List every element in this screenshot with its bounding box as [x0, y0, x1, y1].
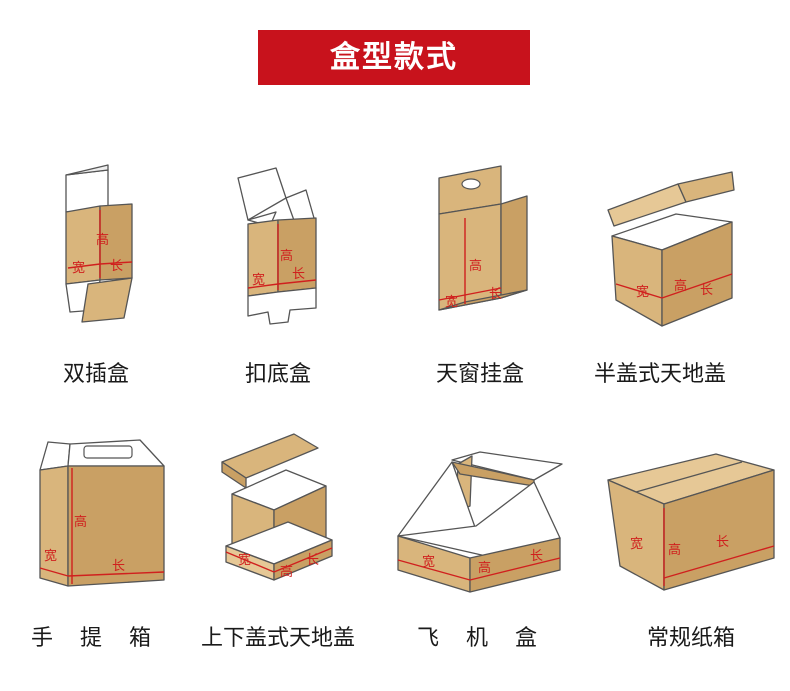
- double-tuck-box-illustration: 高 宽 长: [65, 164, 133, 323]
- box-style-double-tuck[interactable]: 高 宽 长 双插盒: [28, 160, 218, 387]
- snap-lock-box-illustration: 高 宽 长: [237, 167, 317, 325]
- width-label: 宽: [252, 272, 265, 288]
- length-label: 长: [489, 287, 502, 302]
- height-label: 高: [74, 514, 87, 530]
- hanging-window-box-illustration: 高 宽 长: [438, 165, 528, 311]
- box-style-half-lid[interactable]: 宽 高 长 半盖式天地盖: [592, 160, 782, 387]
- width-label: 宽: [238, 552, 251, 568]
- height-label: 高: [469, 258, 482, 274]
- mailer-box-illustration: 宽 高 长: [397, 451, 563, 593]
- handle-case-box-illustration: 高 宽 长: [39, 439, 165, 587]
- length-label: 长: [112, 559, 125, 574]
- box-style-regular-carton[interactable]: 宽 高 长 常规纸箱: [592, 430, 782, 651]
- hanging-window-label: 天窗挂盒: [435, 362, 524, 387]
- width-label: 宽: [422, 554, 435, 570]
- height-label: 高: [96, 232, 109, 248]
- length-label: 长: [292, 267, 305, 282]
- half-lid-label: 半盖式天地盖: [593, 362, 726, 387]
- half-lid-box-illustration: 宽 高 长: [607, 171, 735, 327]
- length-label: 长: [530, 549, 543, 564]
- double-tuck-label: 双插盒: [62, 362, 129, 387]
- length-label: 长: [110, 259, 123, 274]
- regular-carton-label: 常规纸箱: [646, 626, 735, 651]
- regular-carton-box-illustration: 宽 高 长: [607, 453, 775, 591]
- box-style-handle-case[interactable]: 高 宽 长 手 提 箱: [28, 430, 218, 651]
- height-label: 高: [668, 542, 681, 558]
- width-label: 宽: [636, 284, 649, 300]
- snap-lock-label: 扣底盒: [244, 362, 311, 387]
- top-bottom-lid-label: 上下盖式天地盖: [200, 626, 355, 651]
- height-label: 高: [280, 248, 293, 264]
- box-style-snap-lock-bottom[interactable]: 高 宽 长 扣底盒: [210, 160, 400, 387]
- box-style-hanging-window[interactable]: 高 宽 长 天窗挂盒: [405, 160, 595, 387]
- box-style-mailer[interactable]: 宽 高 长 飞 机 盒: [390, 430, 580, 651]
- width-label: 宽: [72, 260, 85, 276]
- height-label: 高: [280, 564, 293, 580]
- width-label: 宽: [44, 548, 57, 564]
- top-bottom-lid-box-illustration: 宽 高 长: [221, 433, 333, 581]
- width-label: 宽: [445, 294, 458, 310]
- height-label: 高: [478, 560, 491, 576]
- section-title-banner: 盒型款式: [258, 30, 530, 85]
- height-label: 高: [674, 278, 687, 294]
- width-label: 宽: [630, 536, 643, 552]
- length-label: 长: [700, 283, 713, 298]
- box-style-top-bottom-lid[interactable]: 宽 高 长 上下盖式天地盖: [201, 430, 400, 651]
- length-label: 长: [716, 535, 729, 550]
- mailer-label: 飞 机 盒: [417, 626, 547, 651]
- length-label: 长: [306, 553, 319, 568]
- handle-case-label: 手 提 箱: [31, 626, 161, 651]
